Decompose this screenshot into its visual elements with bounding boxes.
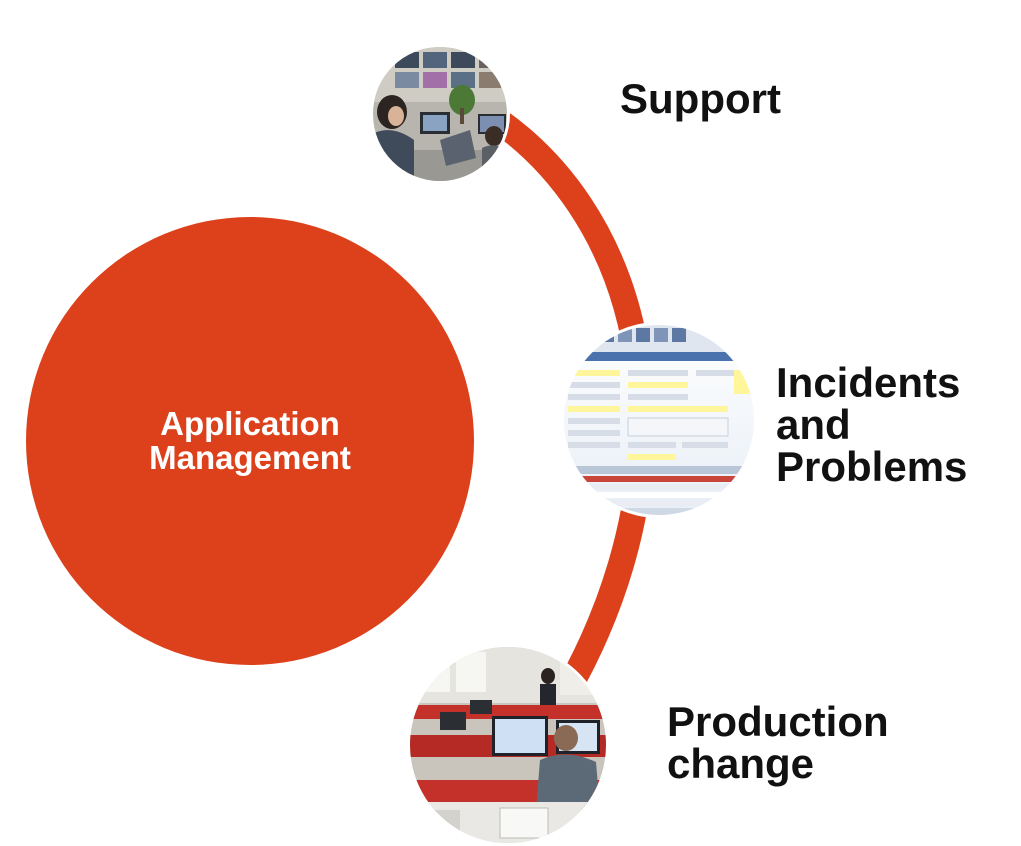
incidents-photo-node	[561, 322, 757, 518]
center-title-line1: Application	[160, 405, 340, 443]
support-label: Support	[620, 78, 781, 120]
incidents-label-line3: Problems	[776, 443, 968, 490]
production-change-label: Production change	[667, 701, 889, 785]
incidents-label-line2: and	[776, 401, 851, 448]
center-title-line2: Management	[149, 439, 351, 476]
support-photo-node	[370, 44, 510, 184]
incidents-and-problems-label: Incidents and Problems	[776, 362, 967, 488]
application-management-circle: Application Management	[26, 217, 474, 665]
production-photo-node	[407, 644, 609, 846]
production-label-line2: change	[667, 740, 815, 787]
production-label-line1: Production	[667, 698, 889, 745]
incidents-label-line1: Incidents	[776, 359, 961, 406]
support-label-line1: Support	[620, 75, 781, 122]
